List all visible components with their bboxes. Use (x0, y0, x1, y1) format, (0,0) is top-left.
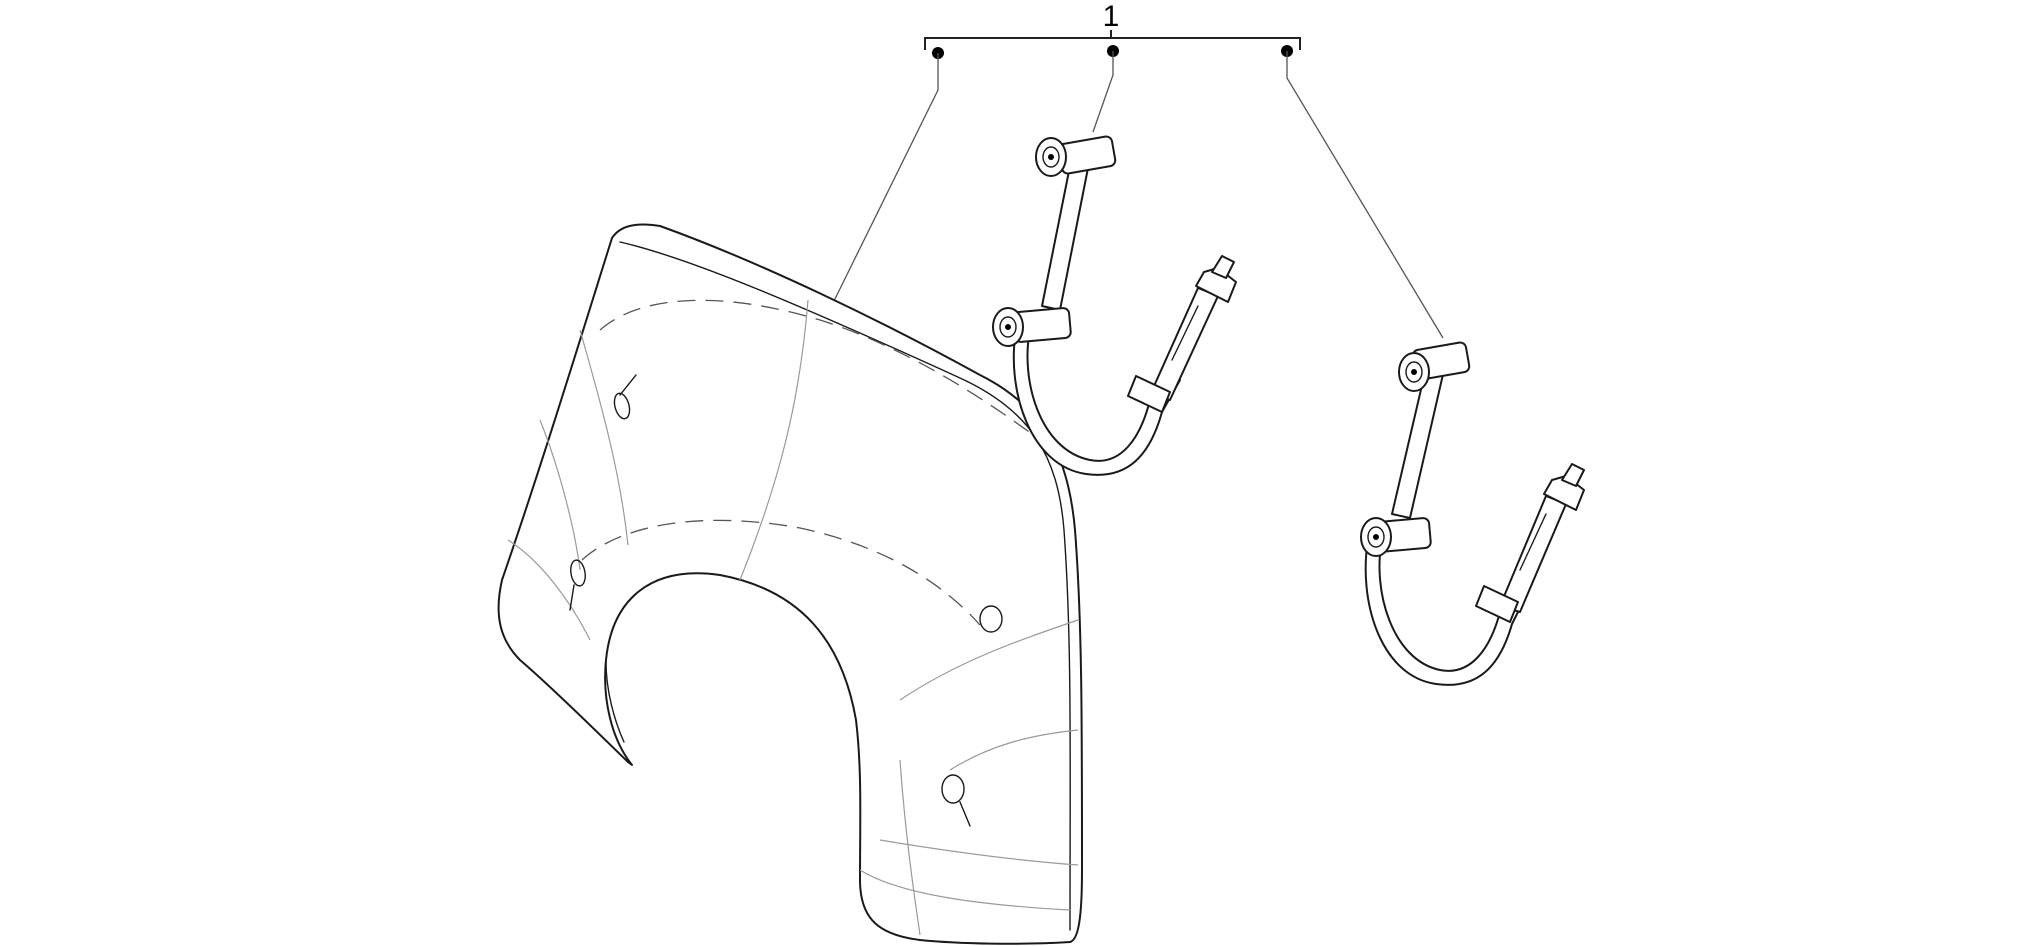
windshield-contour-4 (507, 539, 591, 641)
callout-number: 1 (1103, 0, 1120, 33)
windshield-mount-hole-1 (613, 392, 631, 420)
bracket-right-stud-thread (1519, 513, 1547, 571)
windshield-dashed-upper (599, 299, 1041, 441)
bracket-left-top-bushing-ring (1042, 146, 1060, 168)
bracket-right-nut (1475, 585, 1519, 623)
leader-line-bracket-left (1092, 51, 1114, 133)
bracket-left-nut (1127, 375, 1171, 413)
bracket-right-top-bushing-center (1411, 369, 1417, 375)
bracket-right-stud-tip (1561, 463, 1585, 487)
windshield-contour-6 (949, 729, 1079, 771)
windshield-contour-8 (859, 869, 1071, 911)
bracket-left-lower-bushing-center (1005, 324, 1011, 330)
bracket-right-stud (1499, 495, 1567, 613)
callout-bracket (924, 37, 1301, 50)
bracket-left-stud-tip (1211, 255, 1235, 279)
windshield-contour-2 (579, 329, 629, 546)
windshield-contour-7 (879, 839, 1079, 866)
bracket-left-stud (1149, 287, 1219, 401)
windshield-contour-3 (539, 419, 581, 571)
windshield-hole-1-tick (619, 374, 637, 396)
bracket-right-top-bushing-ring (1405, 361, 1423, 383)
windshield-contour-9 (899, 759, 921, 936)
windshield (497, 223, 1083, 945)
windshield-mount-hole-3 (979, 605, 1003, 633)
bracket-left-stud-thread (1171, 305, 1199, 361)
windshield-mount-hole-2 (570, 559, 586, 587)
windshield-mount-hole-4 (941, 774, 965, 804)
callout-group: 1 (831, 0, 1444, 339)
windshield-cutout-edge (605, 661, 625, 743)
bracket-left-top-bushing-center (1048, 154, 1054, 160)
bracket-left-lower-bushing-ring (999, 316, 1017, 338)
windshield-contour-5 (899, 619, 1079, 701)
windshield-contour-1 (739, 299, 809, 581)
support-bracket-left (992, 135, 1237, 476)
bracket-right-lower-bushing-ring (1367, 526, 1385, 548)
bracket-left-arm (1041, 165, 1089, 311)
support-bracket-right (1360, 341, 1585, 686)
windshield-hole-2-tick (569, 584, 575, 611)
leader-line-windshield (831, 53, 939, 306)
leader-line-bracket-right (1286, 51, 1444, 339)
bracket-right-lower-bushing-center (1373, 534, 1379, 540)
windshield-hole-4-tick (959, 801, 971, 827)
windshield-dashed-lower (581, 519, 981, 626)
